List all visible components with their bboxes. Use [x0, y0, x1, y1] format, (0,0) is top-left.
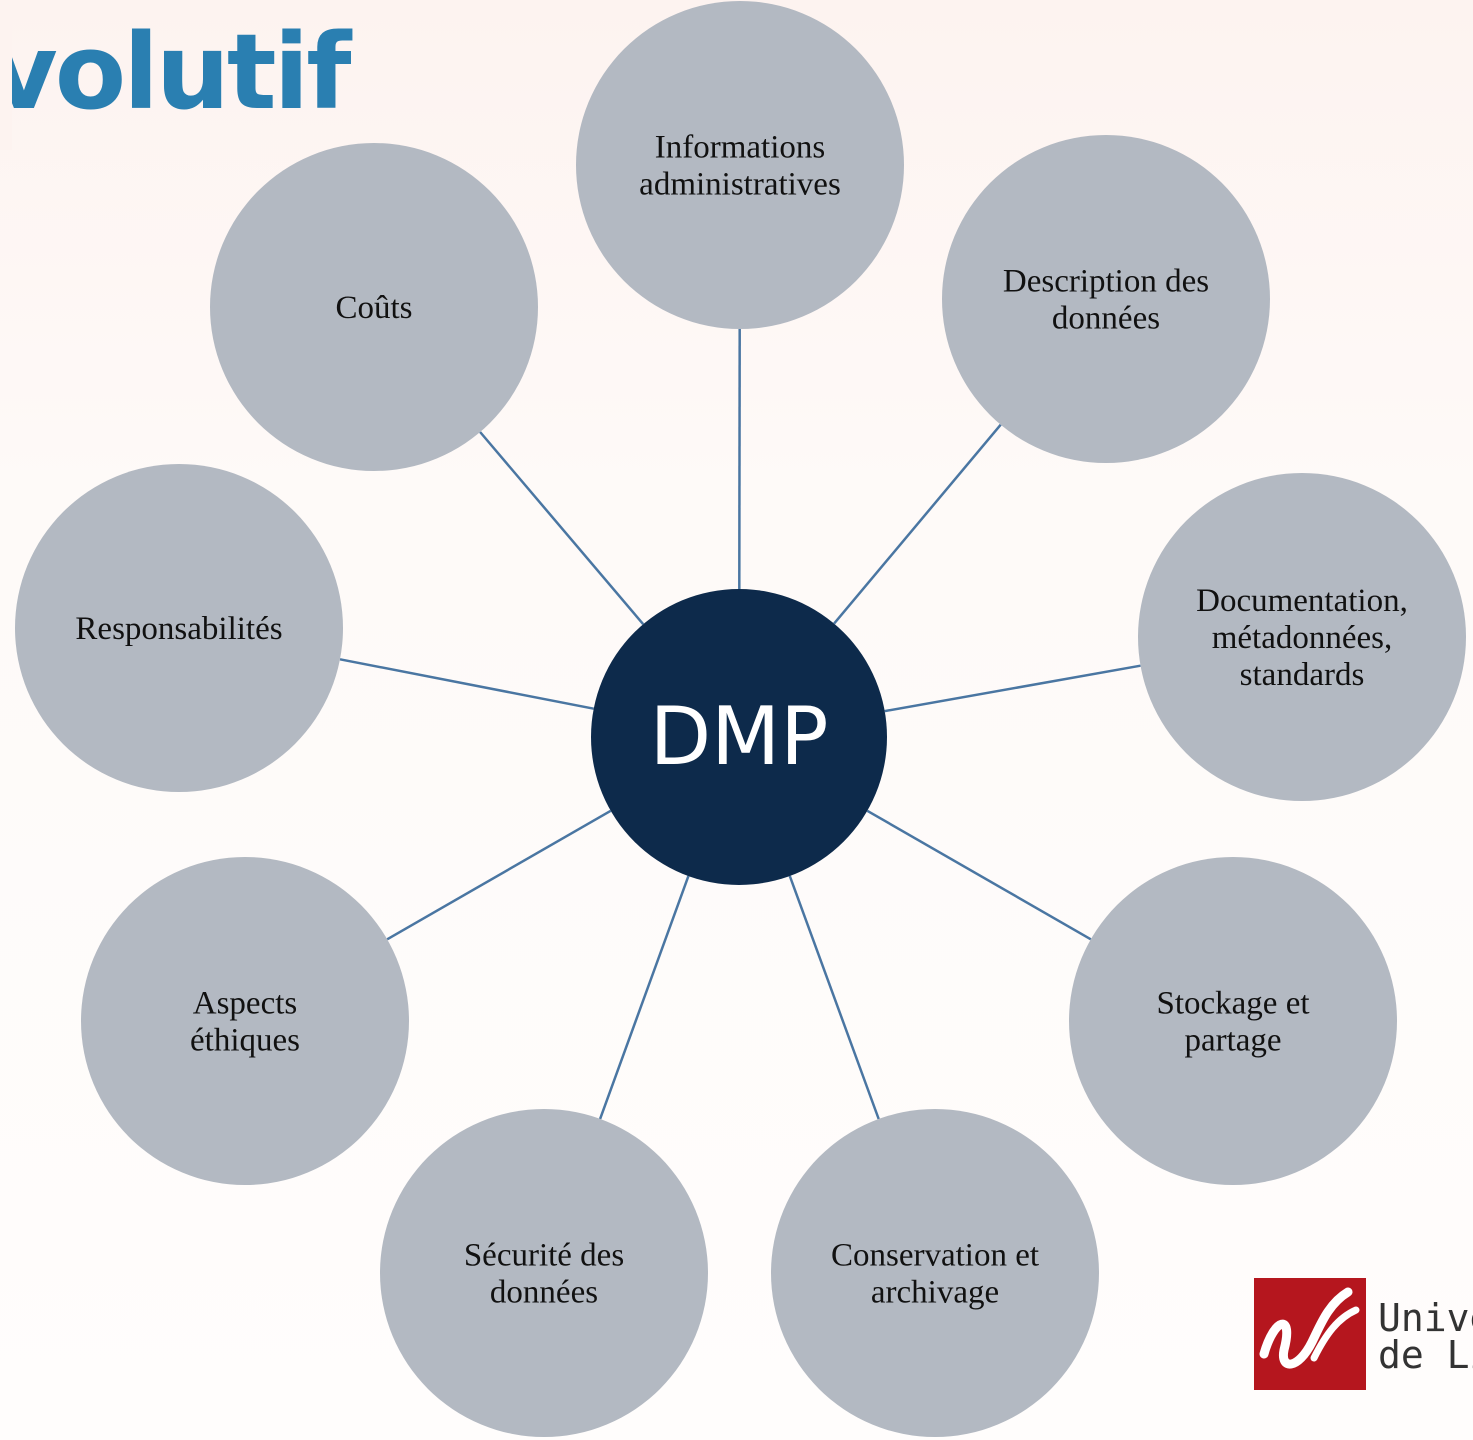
center-circle — [591, 589, 887, 885]
connector-ethique — [386, 809, 612, 941]
node-label-responsabilites: Responsabilités — [75, 611, 282, 647]
logo-text-line-2: de Li — [1378, 1333, 1473, 1377]
node-circle-conservation — [771, 1109, 1099, 1437]
node-couts: Coûts — [210, 143, 538, 471]
connector-conservation — [788, 875, 880, 1120]
university-logo: Unive de Li — [1254, 1278, 1473, 1393]
connector-securite — [598, 875, 690, 1120]
connector-description — [833, 423, 1002, 625]
center-label: DMP — [650, 690, 829, 783]
connector-couts — [479, 431, 645, 626]
connector-documentation — [884, 664, 1141, 713]
node-label-ethique: éthiques — [190, 1023, 300, 1059]
node-label-couts: Coûts — [335, 290, 412, 326]
university-logo-mark — [1254, 1278, 1366, 1390]
node-circle-documentation — [1138, 473, 1466, 801]
node-circle-description — [942, 135, 1270, 463]
node-label-description: données — [1052, 301, 1160, 337]
node-label-securite: données — [490, 1275, 598, 1311]
node-label-informations: Informations — [655, 130, 825, 166]
node-label-documentation: standards — [1240, 657, 1365, 693]
node-label-informations: administratives — [639, 167, 841, 203]
node-label-documentation: métadonnées, — [1212, 620, 1393, 656]
center-node: DMP — [591, 589, 887, 885]
node-circle-responsabilites — [15, 464, 343, 792]
node-label-stockage: Stockage et — [1156, 986, 1309, 1022]
slide-title: volutif — [0, 11, 352, 133]
node-label-conservation: archivage — [871, 1275, 999, 1311]
title-edge — [0, 0, 12, 150]
connectors — [339, 328, 1141, 1120]
node-circle-securite — [380, 1109, 708, 1437]
node-label-documentation: Documentation, — [1196, 583, 1408, 619]
connector-responsabilites — [339, 658, 594, 710]
node-circle-informations — [576, 1, 904, 329]
connector-stockage — [866, 809, 1092, 941]
node-label-description: Description des — [1003, 264, 1209, 300]
node-documentation: Documentation,métadonnées,standards — [1138, 473, 1466, 801]
node-circle-couts — [210, 143, 538, 471]
node-circle-stockage — [1069, 857, 1397, 1185]
node-circle-ethique — [81, 857, 409, 1185]
university-logo-text: Unive de Li — [1378, 1299, 1473, 1377]
node-label-stockage: partage — [1184, 1023, 1281, 1059]
node-label-conservation: Conservation et — [831, 1238, 1039, 1274]
node-label-ethique: Aspects — [193, 986, 297, 1022]
logo-text-line-1: Unive — [1378, 1296, 1473, 1340]
node-responsabilites: Responsabilités — [15, 464, 343, 792]
node-label-securite: Sécurité des — [464, 1238, 624, 1274]
